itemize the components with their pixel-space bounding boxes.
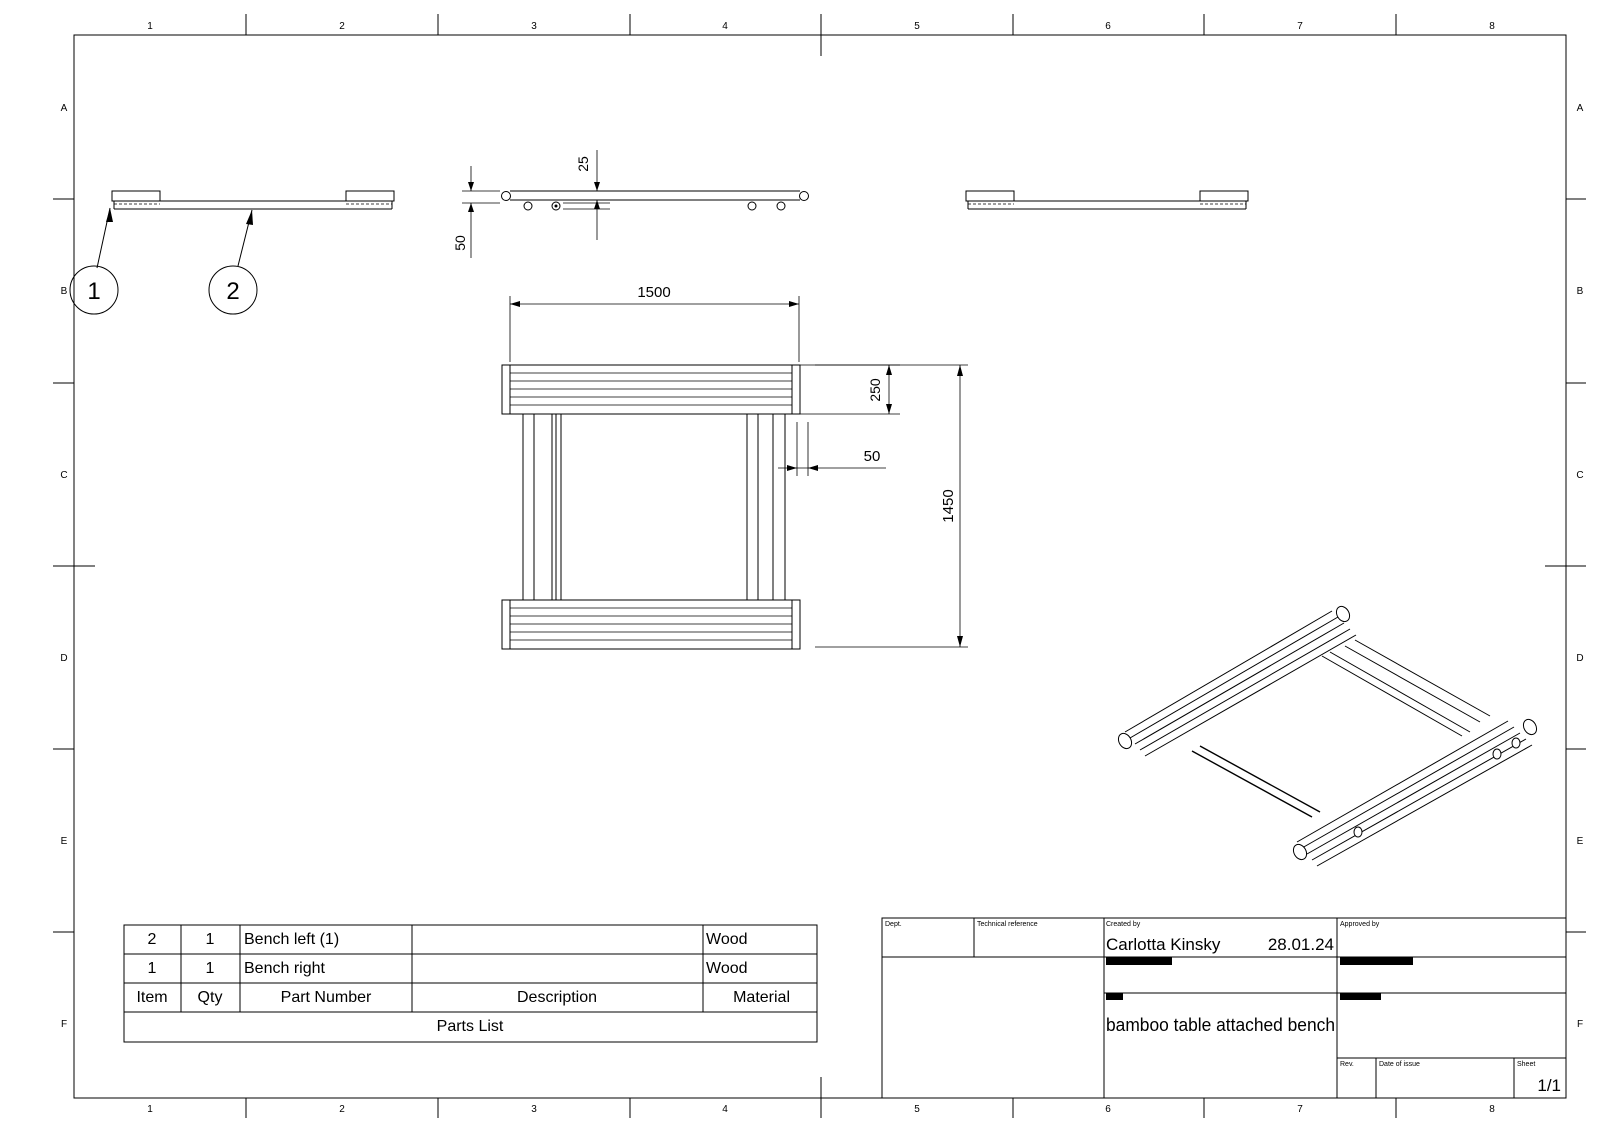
table-header-row: Item Qty Part Number Description Materia…: [136, 989, 790, 1006]
zone-col-label: 2: [339, 1104, 345, 1115]
header-material: Material: [733, 989, 790, 1006]
zone-rows-left: A B C D E F: [53, 103, 95, 1030]
balloon-label: 1: [87, 278, 100, 305]
balloon-1: 1: [69, 207, 119, 315]
balloon-2: 2: [208, 209, 258, 315]
zone-row-label: F: [1577, 1019, 1583, 1030]
redacted-bar: [1340, 993, 1381, 1000]
zone-col-label: 3: [531, 21, 537, 32]
zone-col-label: 3: [531, 1104, 537, 1115]
dim-25: 25: [575, 156, 591, 172]
zone-row-label: D: [60, 653, 67, 664]
parts-list-table: 2 1 Bench left (1) Wood 1 1 Bench right …: [123, 924, 818, 1043]
drawing-title: bamboo table attached bench: [1106, 1015, 1335, 1035]
balloon-label: 2: [226, 278, 239, 305]
zone-row-label: B: [1577, 286, 1584, 297]
created-by-label: Created by: [1106, 921, 1141, 928]
zone-col-label: 6: [1105, 1104, 1111, 1115]
isometric-view: [1117, 605, 1538, 867]
header-part-number: Part Number: [281, 989, 372, 1006]
side-view-left: [111, 190, 395, 210]
tech-ref-label: Technical reference: [977, 921, 1038, 928]
zone-row-label: F: [61, 1019, 67, 1030]
zone-columns-top: 1 2 3 4 5 6 7 8: [147, 14, 1495, 56]
header-description: Description: [517, 989, 597, 1006]
dim-50-leg: 50: [864, 448, 881, 465]
zone-col-label: 7: [1297, 21, 1303, 32]
zone-row-label: E: [61, 836, 68, 847]
zone-col-label: 5: [914, 1104, 920, 1115]
cell-qty: 1: [206, 931, 215, 948]
cell-material: Wood: [706, 960, 748, 977]
dim-1500: 1500: [637, 284, 670, 301]
cell-item: 2: [148, 931, 157, 948]
side-view-right: [965, 190, 1249, 210]
side-view-middle: 25 50: [452, 150, 809, 258]
header-item: Item: [136, 989, 167, 1006]
created-date: 28.01.24: [1268, 935, 1334, 954]
zone-col-label: 4: [722, 21, 728, 32]
rev-label: Rev.: [1340, 1061, 1354, 1068]
zone-columns-bottom: 1 2 3 4 5 6 7 8: [147, 1077, 1495, 1118]
parts-list-title: Parts List: [437, 1018, 504, 1035]
approved-by-label: Approved by: [1340, 921, 1380, 928]
table-row: 2 1 Bench left (1) Wood: [148, 931, 748, 948]
dim-50-side: 50: [452, 235, 468, 251]
zone-row-label: C: [60, 470, 67, 481]
zone-row-label: D: [1576, 653, 1583, 664]
cell-material: Wood: [706, 931, 748, 948]
zone-col-label: 4: [722, 1104, 728, 1115]
zone-row-label: B: [61, 286, 68, 297]
table-row: 1 1 Bench right Wood: [148, 960, 748, 977]
redacted-bar: [1106, 957, 1172, 965]
date-of-issue-label: Date of issue: [1379, 1061, 1420, 1068]
zone-col-label: 6: [1105, 21, 1111, 32]
dim-250: 250: [867, 378, 883, 402]
title-block: Dept. Technical reference Created by Car…: [881, 917, 1567, 1099]
cell-part-number: Bench right: [244, 960, 325, 977]
zone-col-label: 5: [914, 21, 920, 32]
zone-col-label: 1: [147, 1104, 153, 1115]
redacted-bar: [1106, 993, 1123, 1000]
zone-col-label: 2: [339, 21, 345, 32]
zone-row-label: C: [1576, 470, 1583, 481]
top-view: 1500 250 50 1450: [501, 284, 968, 650]
zone-rows-right: A B C D E F: [1545, 103, 1586, 1030]
created-by-name: Carlotta Kinsky: [1106, 935, 1221, 954]
zone-col-label: 7: [1297, 1104, 1303, 1115]
zone-row-label: E: [1577, 836, 1584, 847]
dim-1450: 1450: [940, 489, 957, 522]
cell-part-number: Bench left (1): [244, 931, 339, 948]
sheet-number: 1/1: [1537, 1076, 1561, 1095]
zone-row-label: A: [1577, 103, 1584, 114]
cell-qty: 1: [206, 960, 215, 977]
zone-row-label: A: [61, 103, 68, 114]
dept-label: Dept.: [885, 921, 902, 928]
zone-col-label: 1: [147, 21, 153, 32]
sheet-label: Sheet: [1517, 1061, 1535, 1068]
header-qty: Qty: [198, 989, 223, 1006]
redacted-bar: [1340, 957, 1413, 965]
cell-item: 1: [148, 960, 157, 977]
zone-col-label: 8: [1489, 21, 1495, 32]
zone-col-label: 8: [1489, 1104, 1495, 1115]
